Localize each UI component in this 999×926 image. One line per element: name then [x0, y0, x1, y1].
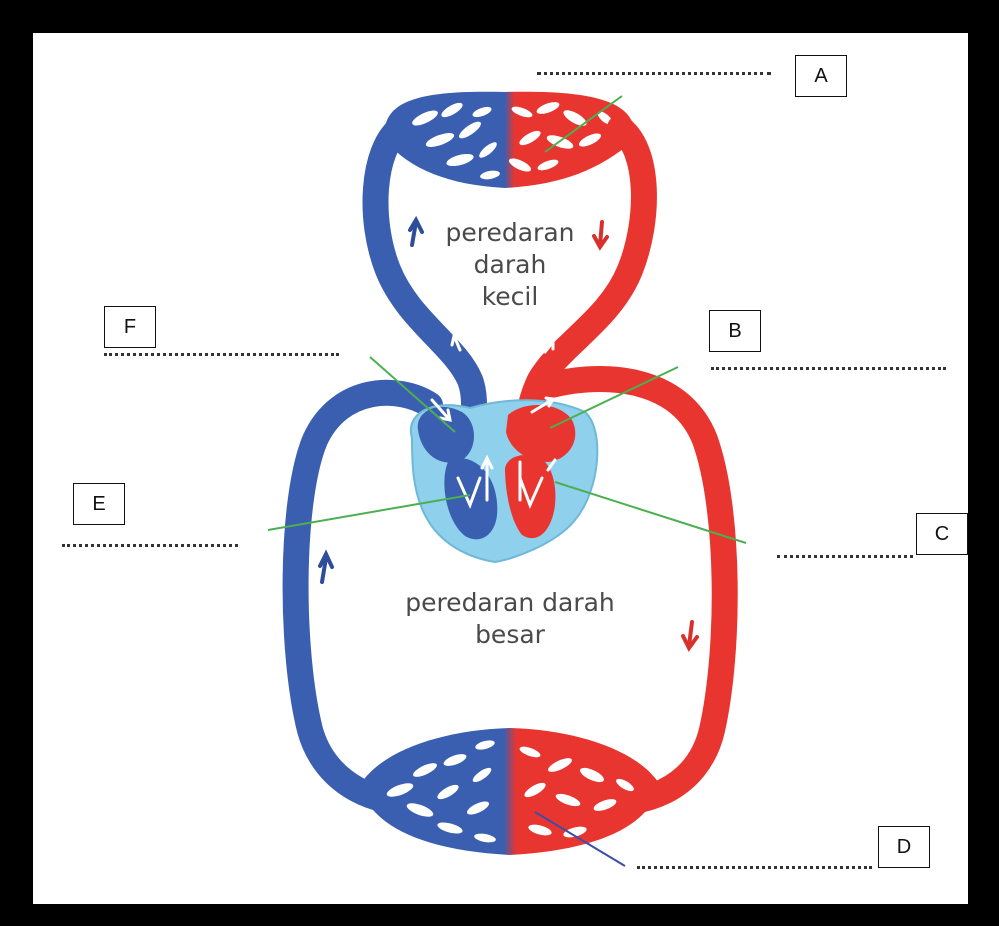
large-circ-line-1: peredaran darah [405, 588, 615, 617]
answer-line-a[interactable] [537, 72, 771, 75]
large-circ-line-2: besar [475, 620, 546, 649]
lung-capillaries [385, 92, 635, 188]
label-box-e: E [73, 483, 125, 525]
label-box-a: A [795, 55, 847, 97]
small-circ-line-1: peredaran [446, 218, 575, 247]
answer-line-d[interactable] [637, 866, 872, 869]
small-circulation-text: peredaran darah kecil [446, 218, 575, 311]
label-box-d: D [878, 826, 930, 868]
small-circ-line-2: darah [474, 250, 547, 279]
large-circulation-text: peredaran darah besar [405, 588, 615, 649]
body-capillaries [360, 728, 660, 855]
answer-line-f[interactable] [104, 353, 339, 356]
label-box-c: C [916, 513, 968, 555]
label-box-b: B [709, 310, 761, 352]
answer-line-c[interactable] [777, 555, 913, 558]
answer-line-e[interactable] [62, 544, 238, 547]
label-box-f: F [104, 306, 156, 348]
answer-line-b[interactable] [711, 367, 946, 370]
small-circ-line-3: kecil [482, 282, 539, 311]
heart [411, 398, 598, 562]
